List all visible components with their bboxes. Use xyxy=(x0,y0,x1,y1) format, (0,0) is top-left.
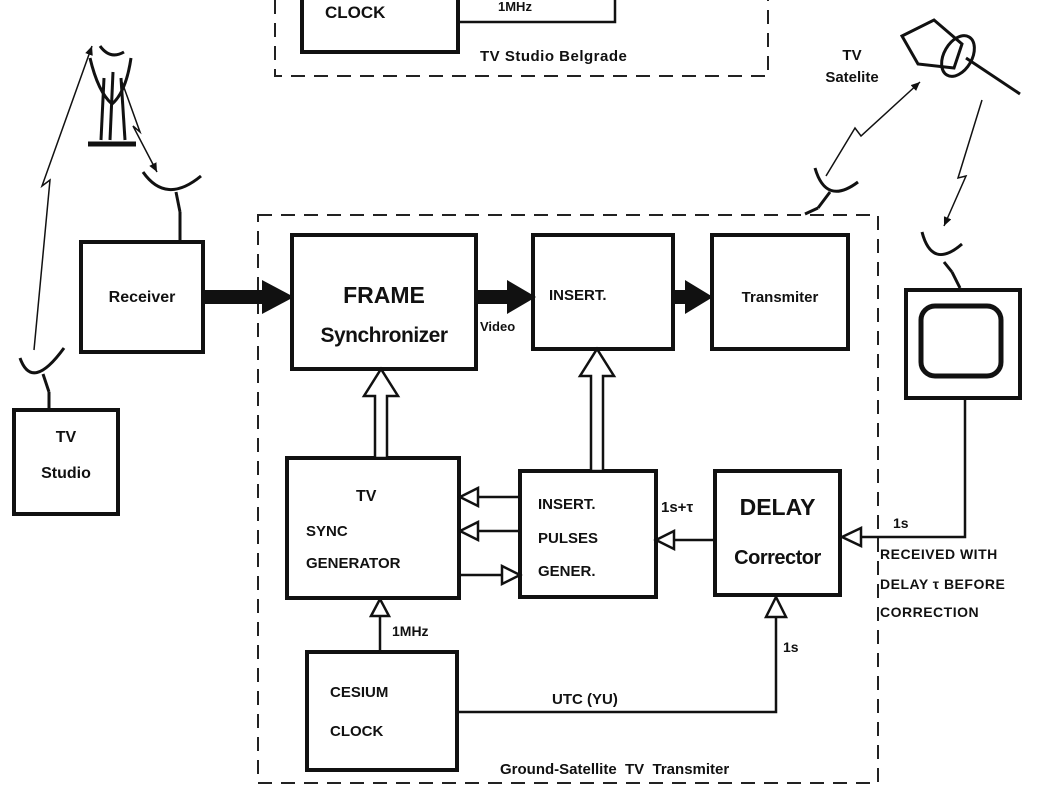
belgrade-caption: TV Studio Belgrade xyxy=(480,48,628,65)
pulses-to-insert-arrow xyxy=(577,346,617,473)
downlink-dish-icon xyxy=(920,231,963,289)
studio-dish-icon xyxy=(18,347,66,410)
received-label-line2: DELAY τ BEFORE xyxy=(880,576,1006,592)
belgrade-clock-box xyxy=(300,0,460,54)
insert-pulses-label-line3: GENER. xyxy=(538,563,596,580)
insert-pulses-label-line2: PULSES xyxy=(538,530,599,547)
delay-corrector-block xyxy=(713,469,842,597)
frame-sync-label-line1: FRAME xyxy=(343,282,425,308)
belgrade-frame xyxy=(274,0,769,77)
sync-gen-label-line3: GENERATOR xyxy=(306,555,401,572)
sync-gen-label-line1: TV xyxy=(356,488,377,505)
relay-tower-antenna xyxy=(88,45,136,147)
tv-monitor-icon xyxy=(904,288,1022,400)
received-label-line1: RECEIVED WITH xyxy=(880,546,998,562)
cesium-label-line2: CLOCK xyxy=(330,723,384,740)
sync-generator-block xyxy=(285,456,461,600)
delay-input-label: 1s+τ xyxy=(661,499,694,516)
insert-pulses-block xyxy=(518,469,658,599)
video-label: Video xyxy=(480,319,516,334)
ground-station-frame xyxy=(257,214,879,784)
cesium-clock-block xyxy=(305,650,459,772)
insert-label: INSERT. xyxy=(549,287,607,304)
satellite-label-line2: Satelite xyxy=(825,69,879,86)
belgrade-1mhz-label: 1MHz xyxy=(498,0,532,14)
video-flow-arrows xyxy=(203,280,713,314)
ground-station-caption: Ground-Satellite TV Transmiter xyxy=(500,761,730,778)
tv-studio-label-line2: Studio xyxy=(41,465,91,482)
corrector-pulse-label: 1s xyxy=(783,639,799,655)
received-label-line3: CORRECTION xyxy=(880,604,980,620)
cesium-1mhz-label: 1MHz xyxy=(392,623,429,639)
received-pulse-label: 1s xyxy=(893,515,909,531)
delay-corrector-label-line1: DELAY xyxy=(739,494,816,520)
frame-sync-label-line2: Synchronizer xyxy=(320,324,448,347)
tv-studio-label-line1: TV xyxy=(55,429,77,446)
radio-links xyxy=(33,45,983,351)
satellite-icon xyxy=(899,18,1021,96)
satellite-label-line1: TV xyxy=(842,47,862,64)
transmitter-block xyxy=(710,233,850,351)
uplink-dish-icon xyxy=(804,167,859,216)
receiver-label: Receiver xyxy=(108,289,176,306)
cesium-label-line1: CESIUM xyxy=(330,684,389,701)
delay-corrector-label-line2: Corrector xyxy=(734,547,821,569)
pulse-signal-lines xyxy=(368,398,967,714)
utc-label: UTC (YU) xyxy=(552,691,618,708)
tv-studio-block xyxy=(12,408,120,516)
insert-pulses-label-line1: INSERT. xyxy=(538,496,596,513)
belgrade-clock-label: CLOCK xyxy=(325,3,386,22)
receiver-dish-icon xyxy=(141,171,202,240)
transmitter-label: Transmiter xyxy=(741,289,819,306)
sync-gen-label-line2: SYNC xyxy=(306,523,348,540)
belgrade-1mhz-line xyxy=(458,0,617,24)
sync-to-frame-arrow xyxy=(361,366,401,460)
